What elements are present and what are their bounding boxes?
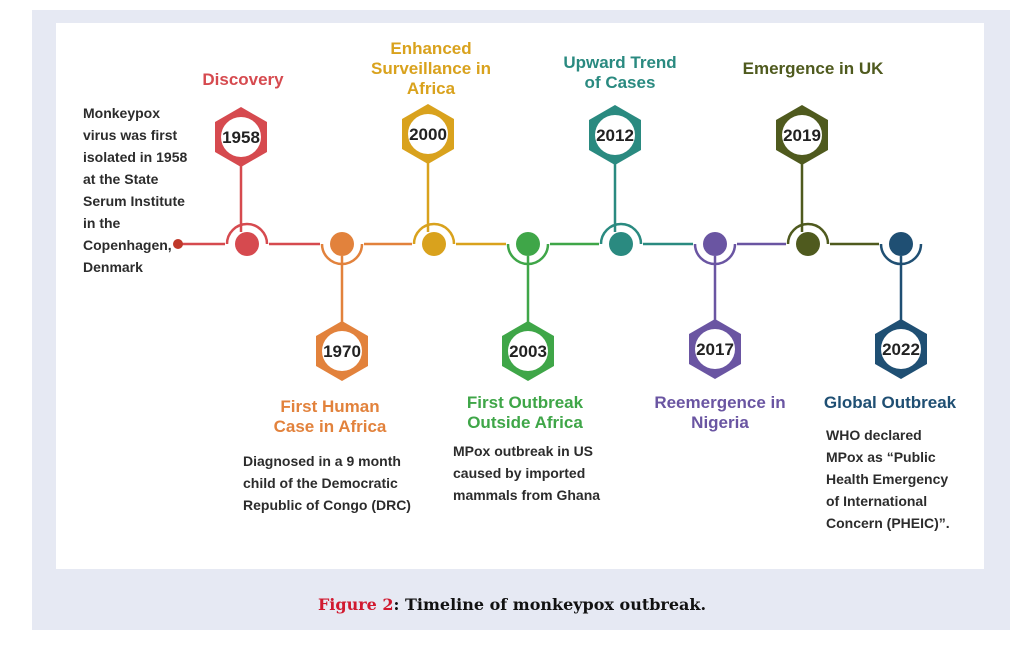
year-hexagon-inner bbox=[695, 329, 735, 369]
timeline-node-2022 bbox=[889, 232, 913, 256]
year-hexagon-inner bbox=[782, 115, 822, 155]
timeline-node-2003 bbox=[516, 232, 540, 256]
milestone-title-line: of Cases bbox=[584, 73, 656, 92]
intro-description: Monkeypox virus was first isolated in 19… bbox=[83, 105, 188, 275]
figure-caption: Figure 2: Timeline of monkeypox outbreak… bbox=[0, 595, 1024, 614]
node-arc bbox=[412, 222, 456, 245]
year-hexagon-inner bbox=[595, 115, 635, 155]
year-label-1958: 1958 bbox=[222, 128, 260, 147]
year-label-2017: 2017 bbox=[696, 340, 734, 359]
milestone-title-line: Outside Africa bbox=[467, 413, 583, 432]
caption-end: . bbox=[700, 595, 707, 614]
year-hexagon-inner bbox=[322, 331, 362, 371]
milestone-title-line: Enhanced bbox=[390, 39, 472, 58]
milestone-title-line: First Human bbox=[280, 397, 380, 416]
milestone-title-1958: Discovery bbox=[202, 70, 283, 90]
milestone-title-line: Discovery bbox=[202, 70, 284, 89]
timeline-node-2019 bbox=[796, 232, 820, 256]
node-arc bbox=[225, 222, 269, 245]
year-label-1970: 1970 bbox=[323, 342, 361, 361]
year-hexagon-inner bbox=[221, 117, 261, 157]
milestone-title-2022: Global Outbreak bbox=[824, 393, 956, 413]
milestone-title-line: First Outbreak bbox=[466, 393, 584, 412]
milestone-title-line: Upward Trend bbox=[563, 53, 677, 72]
milestone-title-line: Global Outbreak bbox=[823, 393, 957, 412]
timeline-node-1958 bbox=[235, 232, 259, 256]
milestone-desc-2022: WHO declared MPox as “Public Health Emer… bbox=[826, 427, 950, 531]
milestone-desc-1970: Diagnosed in a 9 month child of the Demo… bbox=[243, 453, 411, 513]
milestone-title-line: Case in Africa bbox=[273, 417, 387, 436]
node-arc bbox=[599, 222, 643, 245]
year-label-2019: 2019 bbox=[783, 126, 821, 145]
year-hexagon-inner bbox=[508, 331, 548, 371]
caption-separator: : bbox=[393, 595, 405, 614]
year-label-2000: 2000 bbox=[409, 125, 447, 144]
figure-label: Figure 2 bbox=[317, 595, 394, 614]
year-hexagon-inner bbox=[408, 114, 448, 154]
timeline-node-2017 bbox=[703, 232, 727, 256]
milestone-title-line: Surveillance in bbox=[371, 59, 491, 78]
timeline-node-1970 bbox=[330, 232, 354, 256]
year-label-2012: 2012 bbox=[596, 126, 634, 145]
figure-panel bbox=[56, 23, 984, 569]
milestone-title-line: Nigeria bbox=[691, 413, 749, 432]
year-label-2003: 2003 bbox=[509, 342, 547, 361]
year-label-2022: 2022 bbox=[882, 340, 920, 359]
timeline-start-dot bbox=[173, 239, 183, 249]
milestone-title-line: Emergence in UK bbox=[742, 59, 884, 78]
node-arc bbox=[786, 222, 830, 245]
timeline-node-2012 bbox=[609, 232, 633, 256]
timeline-node-2000 bbox=[422, 232, 446, 256]
milestone-title-line: Africa bbox=[406, 79, 456, 98]
year-hexagon-inner bbox=[881, 329, 921, 369]
milestone-title-2019: Emergence in UK bbox=[743, 59, 884, 79]
caption-text: Timeline of monkeypox outbreak bbox=[405, 595, 701, 614]
milestone-desc-2003: MPox outbreak in US caused by imported m… bbox=[453, 443, 601, 503]
milestone-title-line: Reemergence in bbox=[654, 393, 786, 412]
